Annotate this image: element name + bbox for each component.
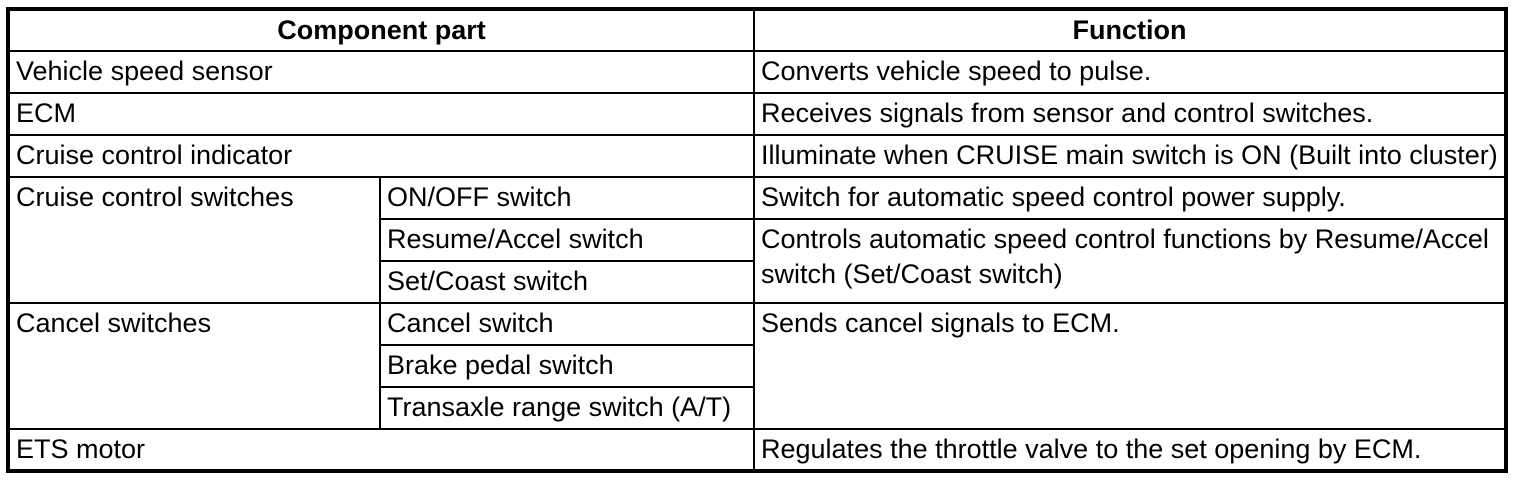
table-row: ECM Receives signals from sensor and con…: [7, 92, 1507, 136]
cell-component-group-cancel-switches: Cancel switches: [7, 302, 381, 430]
cell-component-sub-cancel-switch: Cancel switch: [379, 302, 755, 346]
header-component-part: Component part: [7, 8, 755, 52]
cell-component-sub-resume-accel-switch: Resume/Accel switch: [379, 218, 755, 262]
cell-component-group-cruise-control-switches: Cruise control switches: [7, 176, 381, 304]
header-row: Component part Function: [7, 8, 1507, 52]
cell-function-ecm: Receives signals from sensor and control…: [753, 92, 1507, 136]
table-row: ETS motor Regulates the throttle valve t…: [7, 428, 1507, 472]
table-row: Resume/Accel switch Controls automatic s…: [8, 218, 1507, 304]
cell-function-on-off-switch: Switch for automatic speed control power…: [753, 176, 1507, 220]
component-function-table: Component part Function Vehicle speed se…: [6, 7, 1508, 473]
cell-component-vehicle-speed-sensor: Vehicle speed sensor: [7, 50, 755, 94]
cell-component-ecm: ECM: [7, 92, 755, 136]
cell-component-sub-brake-pedal-switch: Brake pedal switch: [379, 344, 755, 388]
cell-component-sub-on-off-switch: ON/OFF switch: [379, 176, 755, 220]
table-row: Cruise control indicator Illuminate when…: [7, 134, 1507, 178]
cell-component-sub-transaxle-range-switch: Transaxle range switch (A/T): [379, 386, 755, 430]
header-function: Function: [753, 8, 1507, 52]
cell-function-vehicle-speed-sensor: Converts vehicle speed to pulse.: [753, 50, 1507, 94]
table-row: Vehicle speed sensor Converts vehicle sp…: [7, 50, 1507, 94]
cell-component-cruise-control-indicator: Cruise control indicator: [7, 134, 755, 178]
table-row: Brake pedal switch: [8, 344, 1506, 388]
cell-function-ets-motor: Regulates the throttle valve to the set …: [753, 428, 1507, 472]
table-row: Transaxle range switch (A/T): [8, 386, 1506, 430]
table-row: Cruise control switches ON/OFF switch Sw…: [7, 176, 1507, 304]
cell-function-cancel-switches: Sends cancel signals to ECM.: [753, 302, 1507, 430]
cell-component-sub-set-coast-switch: Set/Coast switch: [379, 260, 755, 304]
table-row: Cancel switches Cancel switch Sends canc…: [7, 302, 1507, 430]
table-row: Set/Coast switch: [8, 260, 1506, 304]
cell-component-ets-motor: ETS motor: [7, 428, 755, 472]
cell-function-cruise-control-indicator: Illuminate when CRUISE main switch is ON…: [753, 134, 1507, 178]
cell-function-resume-accel-set-coast: Controls automatic speed control functio…: [753, 218, 1507, 304]
